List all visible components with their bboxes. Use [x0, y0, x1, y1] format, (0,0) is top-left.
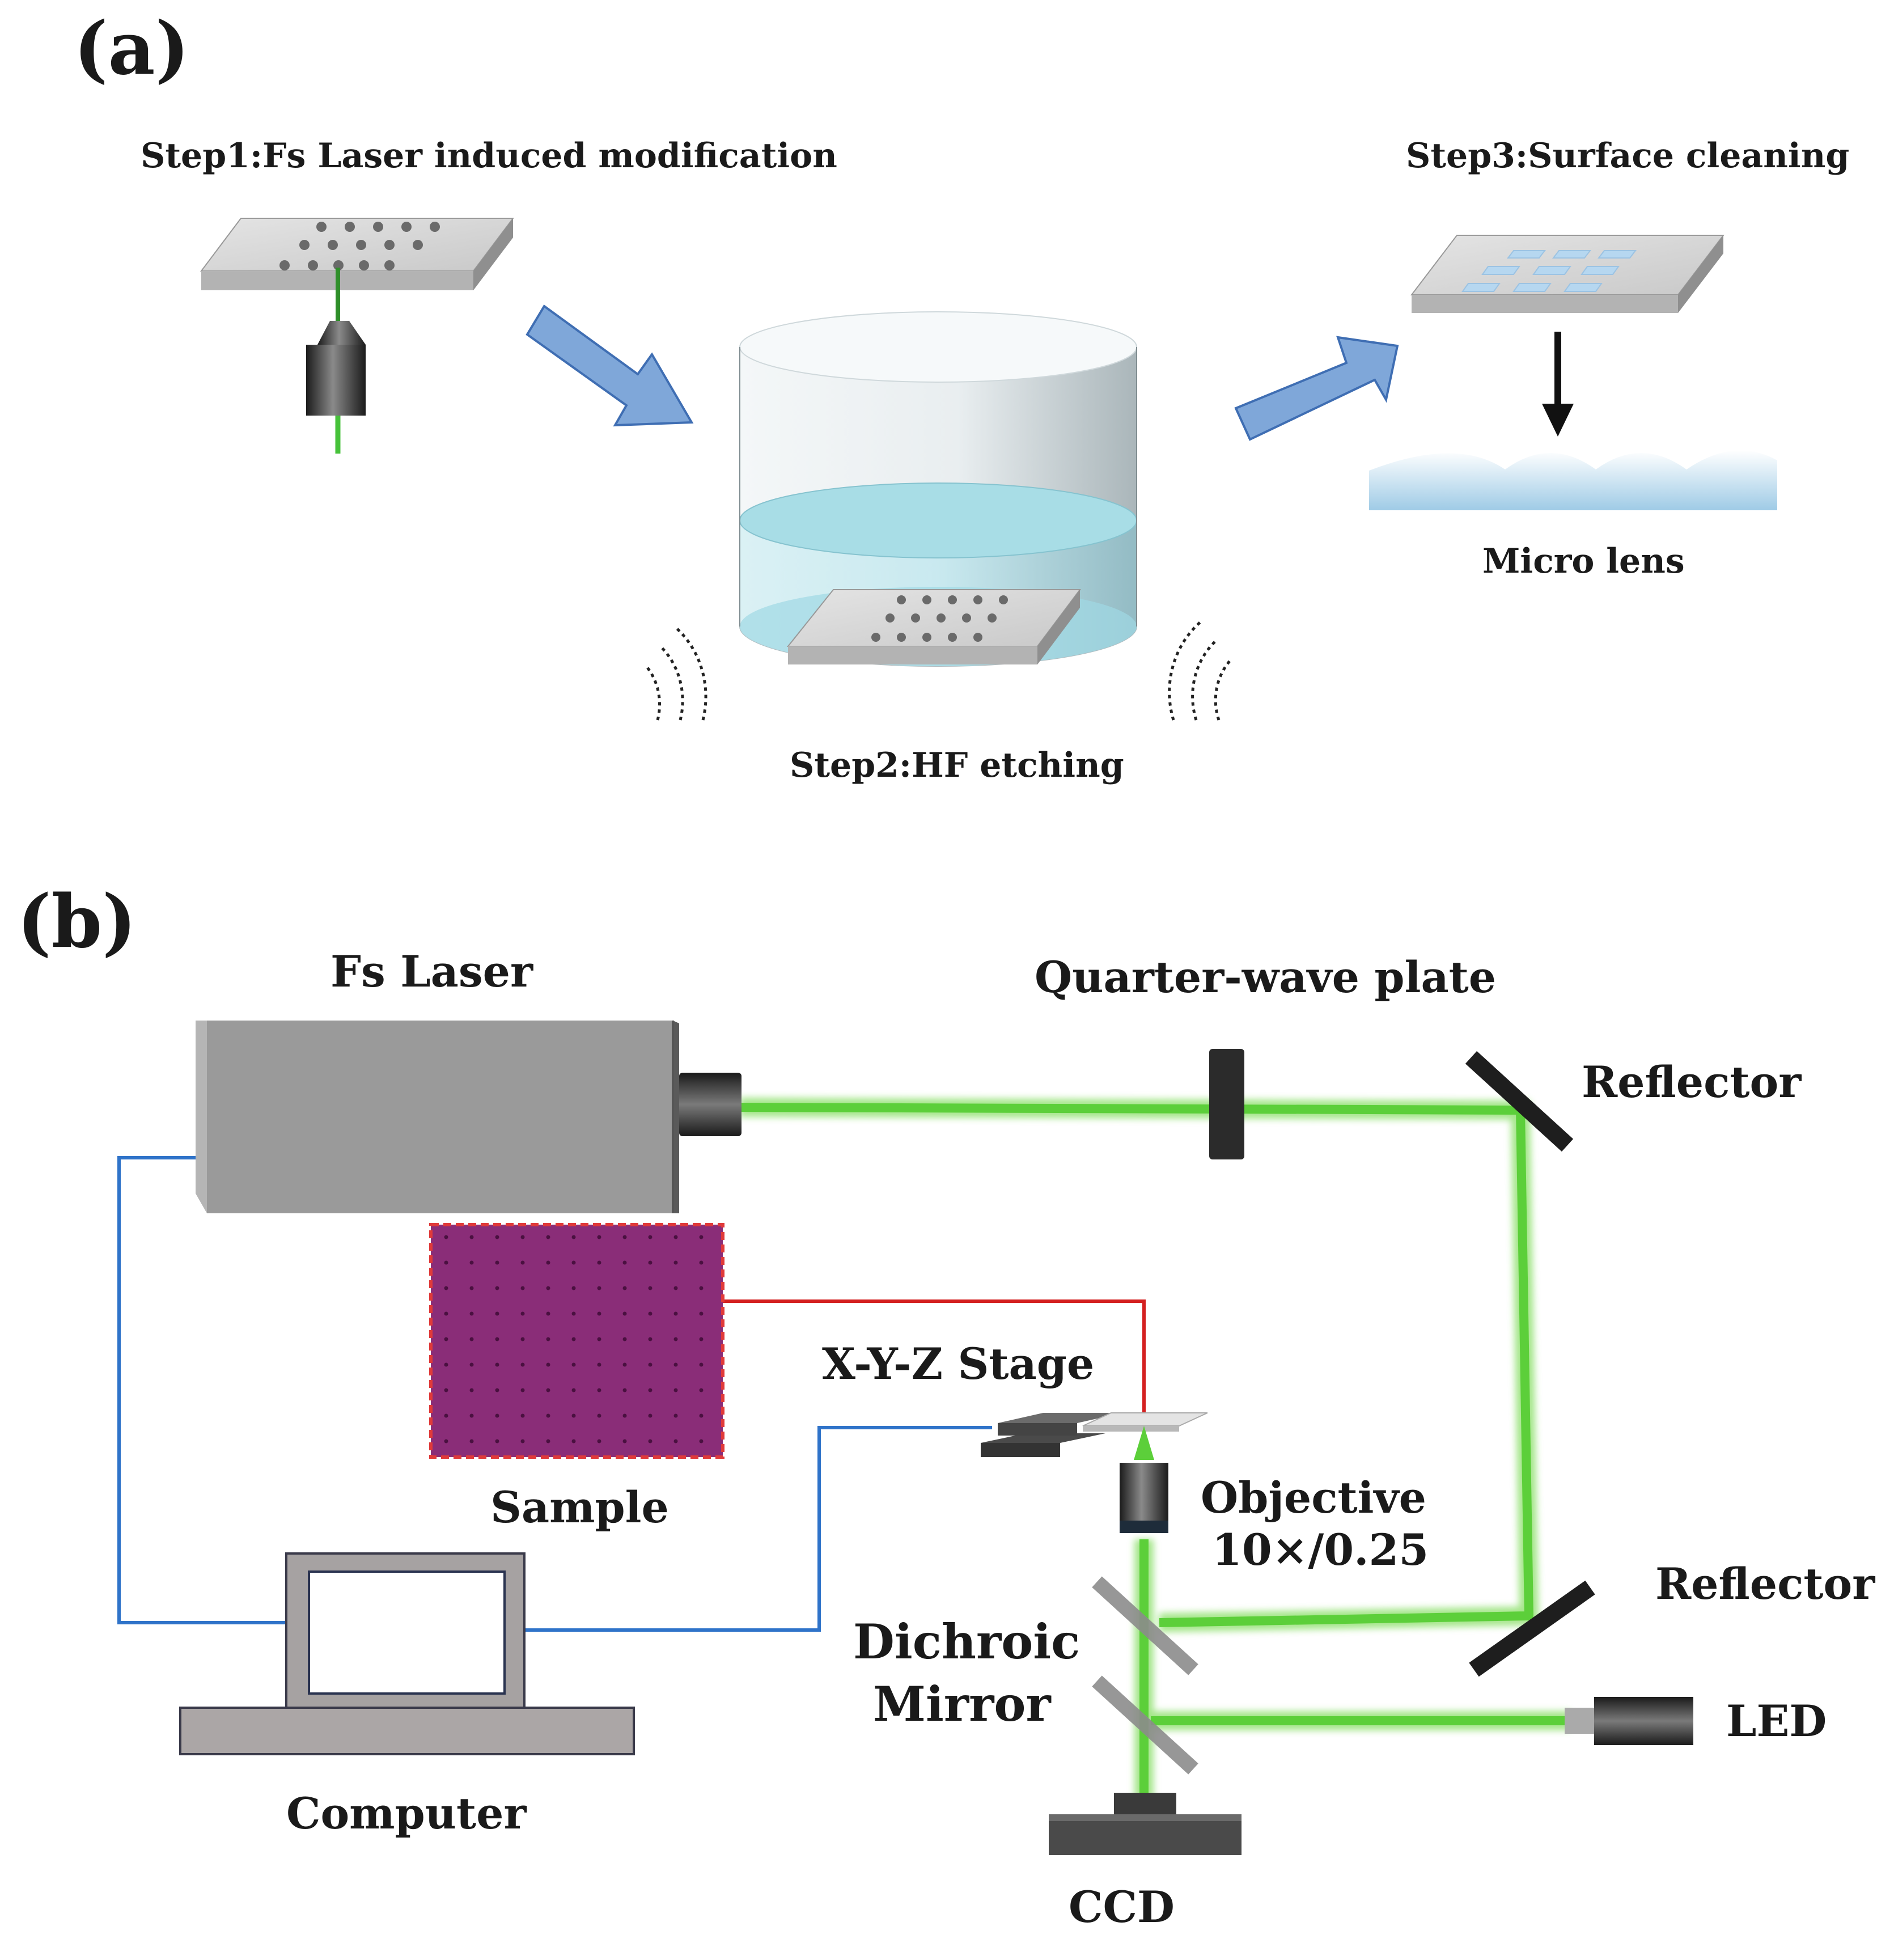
step1-label: Step1:Fs Laser induced modification — [141, 136, 837, 176]
sample-signal-wire — [723, 1299, 1146, 1417]
xyz-stage-label: X-Y-Z Stage — [822, 1339, 1094, 1389]
reflector-top-label: Reflector — [1582, 1057, 1802, 1107]
process-arrow-2 — [1234, 336, 1399, 441]
dichroic-label-line1: Dichroic — [853, 1614, 1080, 1670]
quarter-wave-plate — [1209, 1049, 1244, 1159]
led-device — [1565, 1697, 1693, 1745]
micro-lens-label: Micro lens — [1482, 541, 1685, 581]
panel-b-label: (b) — [17, 879, 137, 964]
step3-glass-slab — [1410, 235, 1725, 313]
ultrasonic-waves-right-icon — [1168, 620, 1231, 721]
step2-glass-slab — [786, 589, 1081, 664]
micro-lens-profile — [1369, 450, 1777, 510]
led-label: LED — [1726, 1696, 1827, 1746]
dichroic-label-line2: Mirror — [873, 1676, 1052, 1732]
reflector-top — [1465, 1051, 1574, 1152]
panel-a-label: (a) — [74, 6, 189, 91]
computer-label: Computer — [286, 1788, 527, 1839]
objective-device — [1120, 1426, 1168, 1533]
step1-objective — [306, 268, 366, 454]
laser-beam-path — [739, 1098, 1570, 1797]
down-arrow-icon — [1542, 332, 1574, 437]
fs-laser-label: Fs Laser — [331, 946, 533, 997]
quarter-wave-plate-label: Quarter-wave plate — [1035, 952, 1496, 1002]
sample-dot-pattern — [431, 1225, 723, 1457]
reflector-bottom — [1469, 1580, 1595, 1677]
sample-label: Sample — [490, 1482, 669, 1533]
step1-glass-slab — [200, 218, 515, 290]
objective-label-line1: Objective — [1201, 1472, 1426, 1523]
ccd-label: CCD — [1069, 1882, 1175, 1932]
ccd-device — [1049, 1793, 1242, 1855]
process-arrow-1 — [526, 304, 694, 427]
step2-label: Step2:HF etching — [790, 746, 1124, 785]
xyz-stage — [981, 1412, 1208, 1457]
dichroic-mirror-lower — [1092, 1675, 1198, 1775]
data-cables — [117, 1156, 992, 1632]
objective-label-line2: 10×/0.25 — [1212, 1525, 1429, 1575]
step3-label: Step3:Surface cleaning — [1406, 136, 1849, 176]
ultrasonic-waves-left-icon — [645, 625, 707, 721]
dichroic-mirror-upper — [1092, 1576, 1198, 1675]
reflector-bottom-label: Reflector — [1655, 1559, 1875, 1609]
computer-device — [179, 1552, 635, 1755]
fs-laser-device — [196, 1021, 742, 1213]
